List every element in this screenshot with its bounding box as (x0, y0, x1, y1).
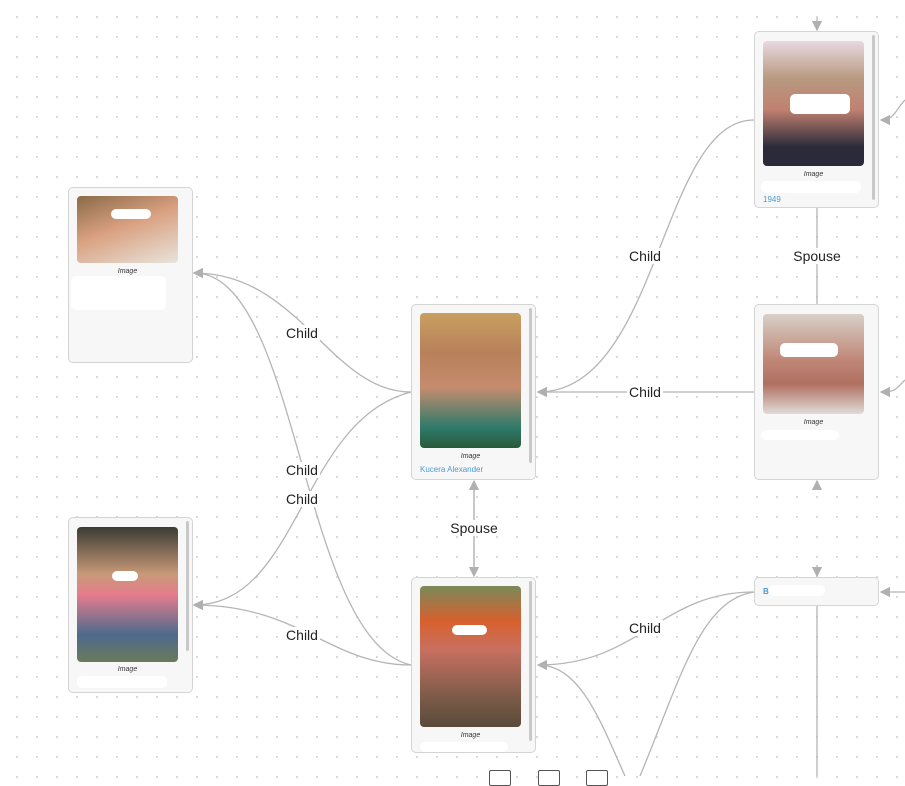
person-name-link[interactable]: B (763, 587, 769, 596)
image-caption: Image (117, 268, 138, 275)
redaction (71, 276, 166, 310)
person-photo (763, 314, 864, 414)
redaction (420, 742, 508, 752)
edge-child (192, 391, 412, 611)
edge-label-child: Child (627, 384, 663, 400)
edge-label-child: Child (284, 627, 320, 643)
document-icon[interactable] (489, 770, 511, 786)
person-card-child-bottom[interactable]: Image (68, 517, 193, 693)
person-card-spouse[interactable]: Image (411, 577, 536, 753)
redaction (112, 571, 138, 581)
person-card-parent-mid[interactable]: Image (754, 304, 879, 480)
edge-link (639, 591, 755, 776)
redaction (77, 676, 167, 688)
edge-label-spouse: Spouse (448, 520, 500, 536)
redaction (761, 430, 839, 440)
person-photo (77, 196, 178, 263)
image-caption: Image (460, 453, 481, 460)
person-card-child-top[interactable]: Image (68, 187, 193, 363)
redaction (761, 181, 861, 193)
document-icon[interactable] (586, 770, 608, 786)
edge-label-child: Child (284, 491, 320, 507)
scrollbar[interactable] (872, 35, 875, 200)
document-icon[interactable] (538, 770, 560, 786)
scrollbar[interactable] (529, 308, 532, 463)
redaction (790, 94, 850, 114)
person-name-link[interactable]: Kucera Alexander (420, 465, 484, 474)
birth-year: 1949 (763, 195, 781, 204)
edge-label-child: Child (284, 325, 320, 341)
person-photo (420, 586, 521, 727)
person-photo (420, 313, 521, 448)
edge-label-child: Child (627, 620, 663, 636)
scrollbar[interactable] (186, 521, 189, 651)
image-caption: Image (803, 171, 824, 178)
scrollbar[interactable] (529, 581, 532, 741)
edge-label-child: Child (627, 248, 663, 264)
edge-label-spouse: Spouse (791, 248, 843, 264)
redaction (111, 209, 151, 219)
redaction (780, 343, 838, 357)
image-caption: Image (803, 419, 824, 426)
image-caption: Image (117, 666, 138, 673)
person-card-parent-top[interactable]: Image 1949 (754, 31, 879, 208)
person-card-kucera-alexander[interactable]: Image Kucera Alexander (411, 304, 536, 480)
redaction (452, 625, 487, 635)
edge-child (192, 267, 412, 666)
person-card-collapsed[interactable]: B (754, 577, 879, 606)
redaction (769, 585, 825, 596)
image-caption: Image (460, 732, 481, 739)
edge-label-child: Child (284, 462, 320, 478)
person-photo (77, 527, 178, 662)
edge-child (537, 664, 626, 776)
